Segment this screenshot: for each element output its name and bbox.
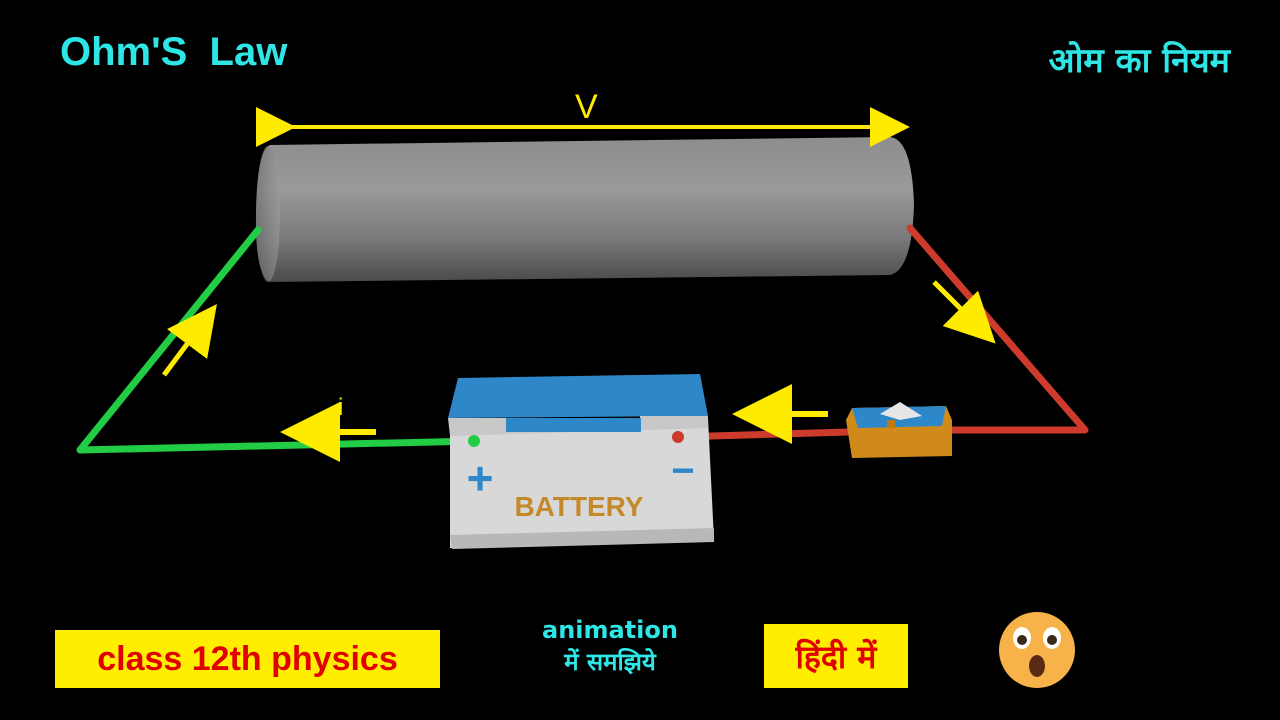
surprised-face-icon xyxy=(999,612,1075,688)
animation-caption: animation में समझिये xyxy=(520,614,700,678)
current-arrow-left-wire xyxy=(161,303,217,377)
resistor-cylinder xyxy=(255,137,914,282)
green-wire xyxy=(76,226,482,454)
class-badge: class 12th physics xyxy=(55,630,440,688)
battery: + − BATTERY xyxy=(448,374,714,549)
battery-minus-sign: − xyxy=(671,449,694,493)
current-label: i xyxy=(338,394,344,421)
animation-line-1: animation xyxy=(542,616,678,644)
voltage-label: V xyxy=(575,88,598,126)
switch xyxy=(846,402,952,458)
title-english: Ohm'S Law xyxy=(60,30,288,74)
hindi-badge: हिंदी में xyxy=(764,624,908,688)
battery-plus-sign: + xyxy=(467,452,494,504)
red-wire xyxy=(906,224,1089,434)
battery-label: BATTERY xyxy=(514,491,643,522)
title-hindi: ओम का नियम xyxy=(1048,41,1230,81)
animation-line-2: में समझिये xyxy=(564,648,656,676)
current-arrow-right-wire xyxy=(932,280,996,344)
